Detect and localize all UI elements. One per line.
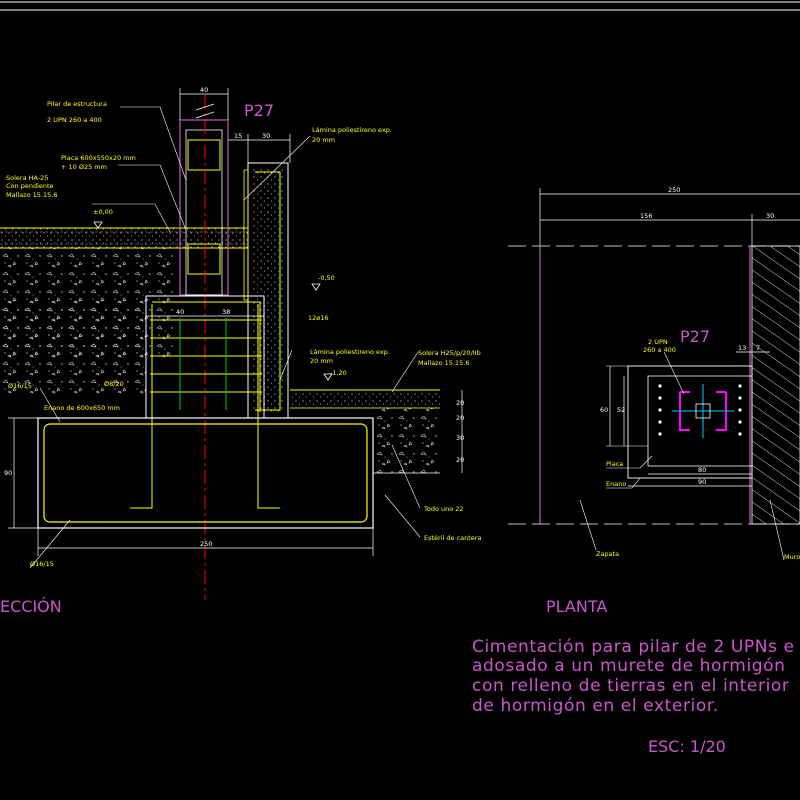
plan-wall xyxy=(751,245,800,525)
label-lamina-top-sub: 20 mm xyxy=(312,136,335,144)
description-line-3: con relleno de tierras en el interior xyxy=(472,676,790,696)
label-rebar-12: 12ø16 xyxy=(308,314,329,322)
dim-wall-b: 30 xyxy=(262,132,270,140)
plan-dim-bot2: 90 xyxy=(698,478,706,486)
dim-ped-b: 38 xyxy=(222,308,230,316)
label-solera: Solera HA-25 xyxy=(6,174,48,182)
plan-dim-h2: 52 xyxy=(617,406,625,414)
label-esteril: Estéril de cantera xyxy=(424,534,481,542)
label-todo-uno: Todo uno 22 xyxy=(423,505,464,513)
section-view: P27 40 15 30 40 38 250 90 20 20 30 20 Pi… xyxy=(0,86,481,616)
plan-label-muro: Muro xyxy=(784,553,800,561)
plan-dim-h1: 60 xyxy=(600,406,608,414)
plan-label-placa: Placa xyxy=(606,460,623,468)
dim-r3: 30 xyxy=(456,434,464,442)
plan-column-tag: P27 xyxy=(680,327,710,346)
plan-label-upn: 2 UPN xyxy=(648,338,668,346)
scale-label: ESC: 1/20 xyxy=(648,737,726,756)
soil-fill-lower xyxy=(0,300,146,395)
plan-dim-small-a: 13 xyxy=(738,344,746,352)
dim-r1: 20 xyxy=(456,399,464,407)
plan-dim-right: 30 xyxy=(766,212,774,220)
section-leaders xyxy=(29,106,421,569)
label-placa: Placa 600x550x20 mm xyxy=(61,154,136,162)
dim-ped-a: 40 xyxy=(176,308,184,316)
label-lamina-low-sub: 20 mm xyxy=(310,357,333,365)
plan-leaders xyxy=(579,351,785,561)
label-lamina-top: Lámina poliestireno exp. xyxy=(312,126,392,134)
plan-label-upn-sub: 260 a 400 xyxy=(643,346,676,354)
label-solera-ext: Solera H25/p/20/IIb xyxy=(418,349,481,357)
plan-bolts xyxy=(658,384,742,436)
description-block: Cimentación para pilar de 2 UPNs e adosa… xyxy=(472,637,795,756)
plan-column xyxy=(672,384,734,438)
label-level-050: -0,50 xyxy=(318,274,335,282)
steel-column xyxy=(179,95,229,600)
label-solera-sub2: Mallazo 15.15.6 xyxy=(6,191,57,199)
plan-dim-left: 156 xyxy=(640,212,652,220)
plan-dim-bot1: 80 xyxy=(698,466,706,474)
solera-slab xyxy=(0,227,248,249)
exterior-slab xyxy=(290,389,440,474)
pedestal xyxy=(130,295,280,509)
plan-plate xyxy=(647,375,753,467)
plan-view: P27 250 156 30 13 7 60 52 80 90 2 UPN 26… xyxy=(508,186,800,616)
level-markers xyxy=(93,221,333,381)
plan-label-zapata: Zapata xyxy=(596,550,619,558)
label-rebar-top: Ø16/15 xyxy=(8,382,32,390)
label-rebar-bot: Ø16/15 xyxy=(30,560,54,568)
label-solera-ext-sub: Mallazo 15.15.6 xyxy=(418,359,469,367)
label-solera-sub: Con pendiente xyxy=(6,182,54,190)
description-line-2: adosado a un murete de hormigón xyxy=(472,656,786,676)
description-line-1: Cimentación para pilar de 2 UPNs e xyxy=(472,637,795,657)
label-level-120: -1,20 xyxy=(330,369,347,377)
plan-dim-small-b: 7 xyxy=(756,344,760,352)
section-dimensions xyxy=(8,88,463,556)
concrete-wall xyxy=(243,162,289,419)
dim-wall-a: 15 xyxy=(234,132,242,140)
drawing-border xyxy=(0,1,800,11)
plan-dim-total: 250 xyxy=(668,186,680,194)
dim-col-width: 40 xyxy=(200,86,208,94)
dim-height: 90 xyxy=(4,469,12,477)
label-level0: ±0,00 xyxy=(93,208,113,216)
description-line-4: de hormigón en el exterior. xyxy=(472,696,719,716)
section-title: ECCIÓN xyxy=(0,597,62,616)
plan-label-enano: Enano xyxy=(606,480,626,488)
section-column-tag: P27 xyxy=(244,101,274,120)
label-pilar: Pilar de estructura xyxy=(47,100,107,108)
label-pilar-sub: 2 UPN 260 a 400 xyxy=(47,116,102,124)
label-placa-sub: + 10 Ø25 mm xyxy=(61,163,107,171)
label-rebar-mid: Ø8/20 xyxy=(104,380,124,388)
plan-dimensions xyxy=(539,188,800,487)
label-lamina-low: Lámina poliestireno exp. xyxy=(310,348,390,356)
dim-total-width: 250 xyxy=(200,540,212,548)
dim-r4: 20 xyxy=(456,456,464,464)
dim-r2: 20 xyxy=(456,414,464,422)
label-enano: Enano de 600x650 mm xyxy=(44,404,120,412)
plan-title: PLANTA xyxy=(546,597,607,616)
